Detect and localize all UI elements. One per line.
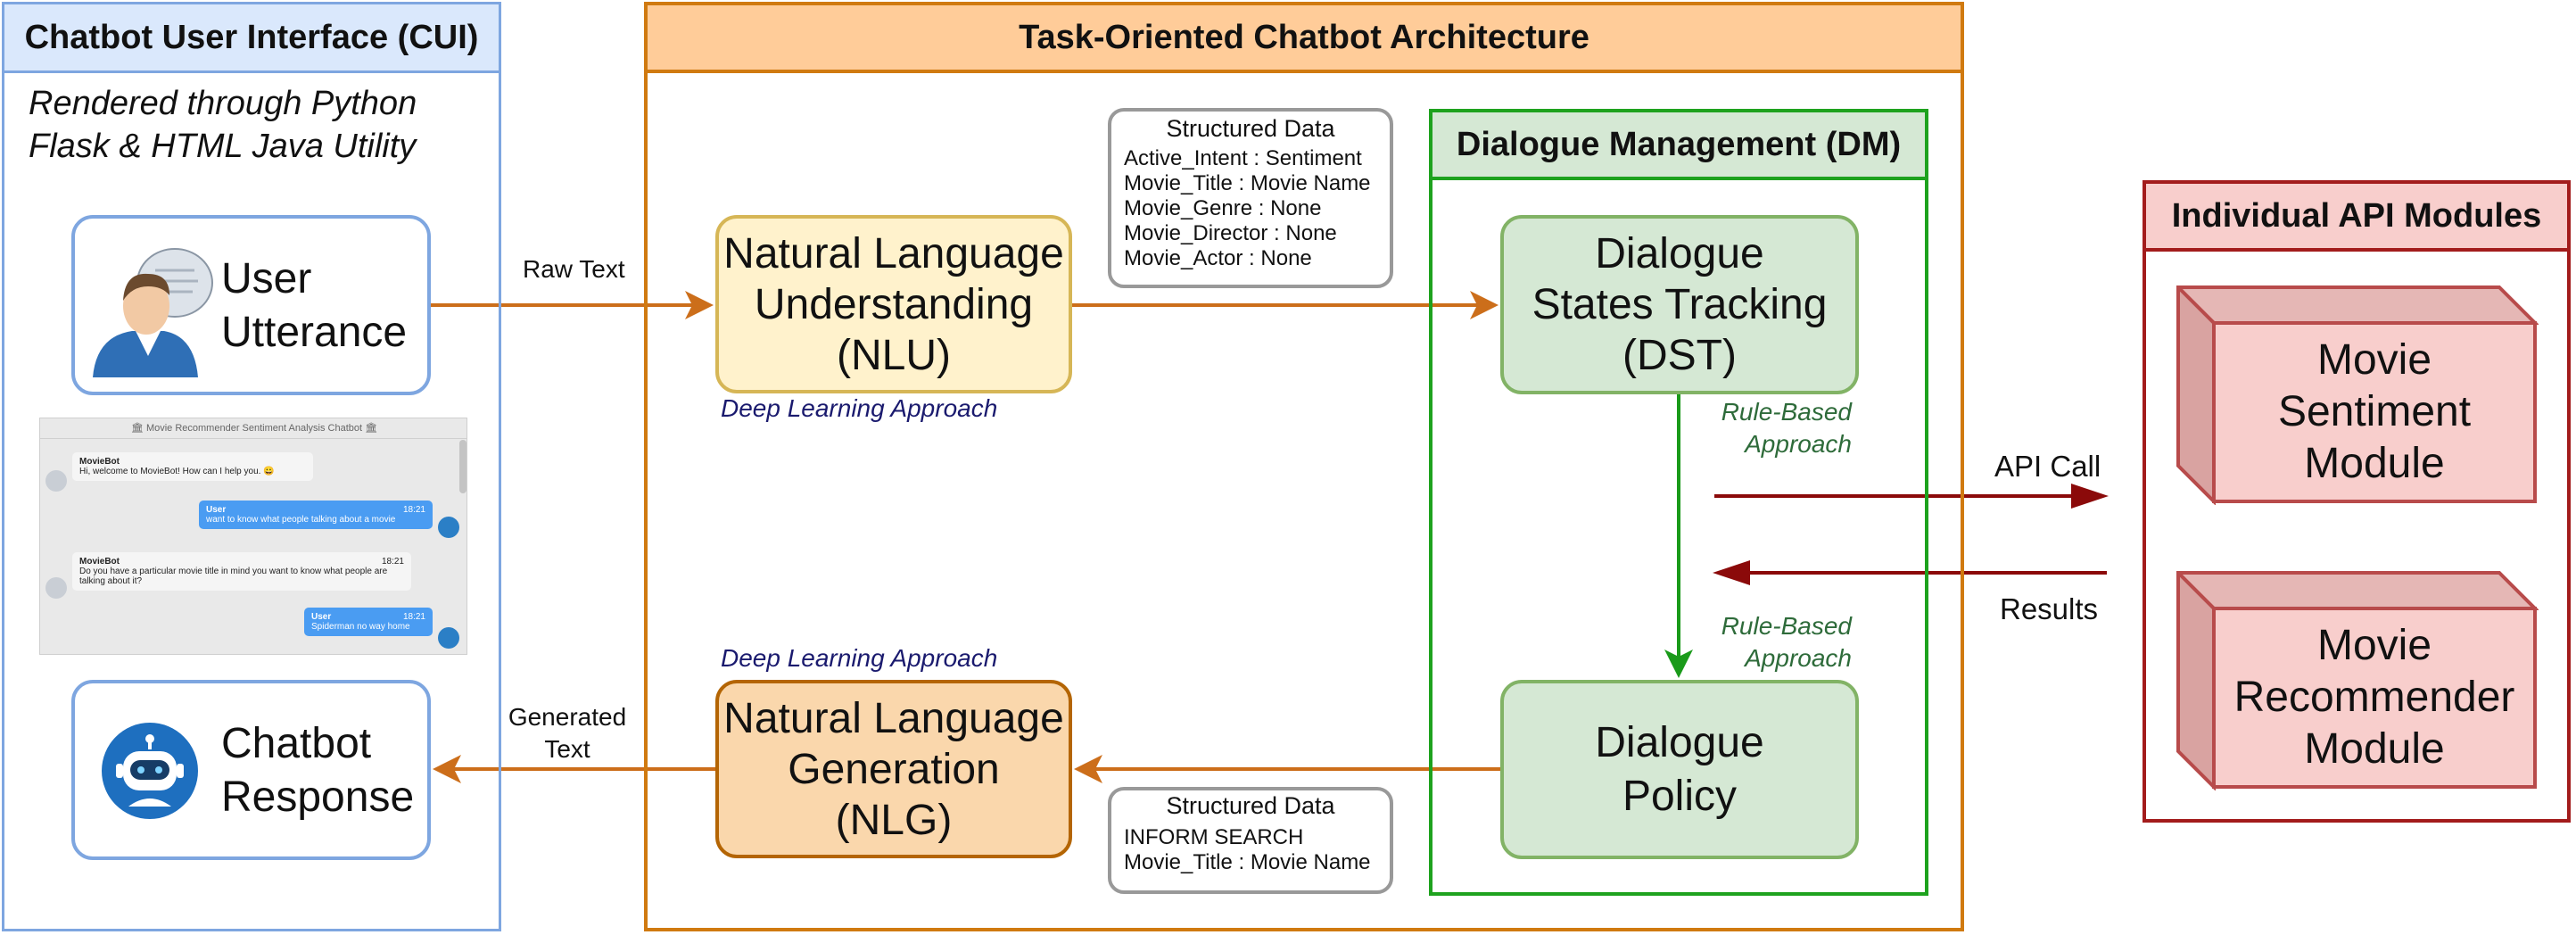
- movie-sentiment-module-label: Movie Sentiment Module: [2277, 336, 2472, 487]
- policy-rule-based-label: Rule-Based Approach: [1721, 612, 1852, 672]
- nlg-box: Natural Language Generation (NLG): [715, 680, 1072, 858]
- chat-message-bot: MovieBot Hi, welcome to MovieBot! How ca…: [72, 452, 313, 481]
- structured-data-line: INFORM SEARCH: [1124, 825, 1304, 849]
- chat-title-divider: [40, 438, 466, 439]
- results-label: Results: [2000, 592, 2099, 625]
- cui-panel-title: Chatbot User Interface (CUI): [2, 2, 501, 73]
- structured-data-line: Movie_Title : Movie Name: [1124, 171, 1371, 195]
- user-speaking-icon: [93, 248, 213, 377]
- movie-recommender-module-label: Movie Recommender Module: [2233, 622, 2515, 773]
- nlg-label: Natural Language Generation (NLG): [723, 694, 1064, 844]
- cui-subtitle-line-1: Rendered through Python: [29, 85, 417, 122]
- structured-data-box-nlg: Structured Data INFORM SEARCH Movie_Titl…: [1108, 787, 1393, 894]
- chat-scrollbar[interactable]: [459, 440, 466, 493]
- generated-text-label: Generated Text: [508, 703, 627, 763]
- bot-avatar-icon: [45, 577, 67, 599]
- nlg-approach-label: Deep Learning Approach: [721, 644, 998, 672]
- dialogue-policy-box: Dialogue Policy: [1500, 680, 1859, 859]
- bot-avatar-icon: [45, 470, 67, 492]
- robot-icon: [102, 723, 198, 819]
- structured-data-line: Movie_Actor : None: [1124, 246, 1312, 270]
- dst-rule-based-label: Rule-Based Approach: [1721, 398, 1852, 458]
- nlu-label: Natural Language Understanding (NLU): [723, 229, 1064, 379]
- chatbot-response-label: Chatbot Response: [221, 720, 415, 821]
- user-utterance-label: User Utterance: [221, 255, 408, 356]
- structured-data-line: Active_Intent : Sentiment: [1124, 146, 1362, 170]
- chat-message-bot: MovieBot 18:21 Do you have a particular …: [72, 552, 411, 591]
- cui-subtitle-line-2: Flask & HTML Java Utility: [29, 128, 417, 165]
- dst-box: Dialogue States Tracking (DST): [1500, 215, 1859, 394]
- raw-text-label: Raw Text: [523, 255, 625, 283]
- user-avatar-icon: [438, 517, 459, 538]
- chatbot-response-box: Chatbot Response: [71, 680, 431, 860]
- chat-window-title: 🏛 Movie Recommender Sentiment Analysis C…: [130, 423, 378, 434]
- chat-message-user: User 18:21 Spiderman no way home: [304, 608, 433, 636]
- architecture-panel-title: Task-Oriented Chatbot Architecture: [644, 2, 1964, 73]
- api-modules-title: Individual API Modules: [2143, 180, 2571, 252]
- dialogue-policy-label: Dialogue Policy: [1595, 718, 1764, 820]
- structured-data-line: Movie_Director : None: [1124, 221, 1337, 245]
- structured-data-line: Movie_Title : Movie Name: [1124, 850, 1371, 874]
- movie-sentiment-module-cube: [2176, 285, 2539, 505]
- dialogue-management-title: Dialogue Management (DM): [1429, 109, 1928, 180]
- structured-data-line: Movie_Genre : None: [1124, 196, 1322, 220]
- cui-subtitle: Rendered through Python Flask & HTML Jav…: [29, 82, 492, 168]
- chat-screenshot: 🏛 Movie Recommender Sentiment Analysis C…: [39, 418, 467, 655]
- dst-label: Dialogue States Tracking (DST): [1532, 230, 1828, 379]
- structured-data-title: Structured Data: [1166, 115, 1335, 142]
- nlu-box: Natural Language Understanding (NLU): [715, 215, 1072, 393]
- user-utterance-box: User Utterance: [71, 215, 431, 395]
- chat-message-user: User 18:21 want to know what people talk…: [199, 501, 433, 529]
- structured-data-box-nlu: Structured Data Active_Intent : Sentimen…: [1108, 108, 1393, 288]
- movie-recommender-module-cube: [2176, 571, 2539, 790]
- api-call-label: API Call: [1994, 450, 2101, 483]
- structured-data-title: Structured Data: [1166, 792, 1335, 819]
- nlu-approach-label: Deep Learning Approach: [721, 394, 998, 422]
- user-avatar-icon: [438, 627, 459, 649]
